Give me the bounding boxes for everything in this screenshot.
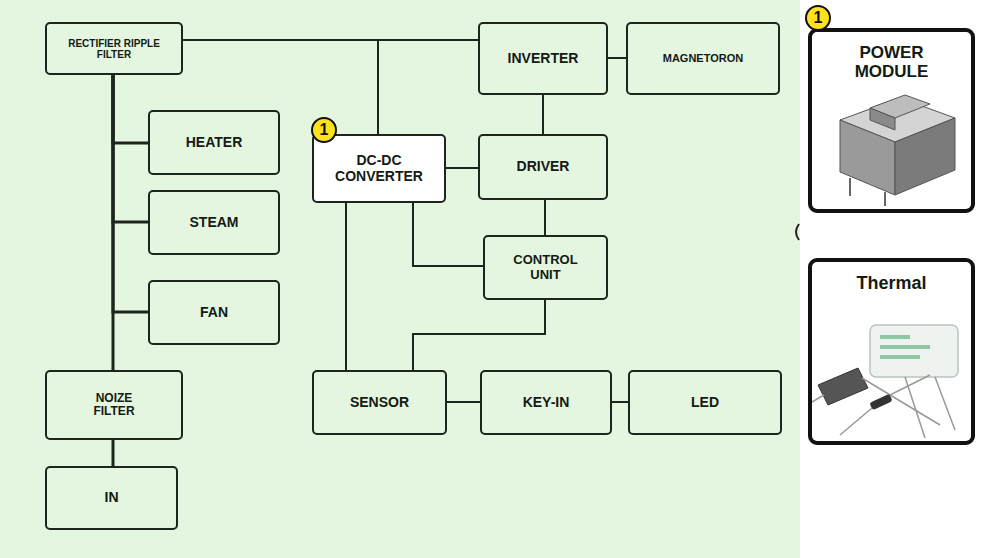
process-box: STEAM xyxy=(148,190,280,255)
part-panel: Thermal xyxy=(808,258,975,445)
connector-line xyxy=(112,75,115,370)
connector-line xyxy=(413,203,483,266)
box-label: DRIVER xyxy=(517,159,570,174)
connector-line xyxy=(542,95,544,134)
box-label: MAGNETORON xyxy=(663,52,743,64)
connector-line xyxy=(413,300,545,370)
thermal-fuse-picture xyxy=(812,325,958,438)
filter-box: RECTIFIER RIPPLE FILTER xyxy=(45,22,183,75)
input-box: IN xyxy=(45,466,178,530)
box-label: FAN xyxy=(200,305,228,320)
connector-line xyxy=(113,75,148,222)
process-box: HEATER xyxy=(148,110,280,175)
box-label: IN xyxy=(105,490,119,505)
connector-line xyxy=(112,440,115,466)
box-label: HEATER xyxy=(186,135,243,150)
power-module-picture xyxy=(840,95,955,206)
callout-badge: 1 xyxy=(311,117,337,143)
box-label: DC-DC CONVERTER xyxy=(329,153,429,184)
process-box: LED xyxy=(628,370,782,435)
connector-line xyxy=(608,57,626,59)
callout-badge: 1 xyxy=(805,5,831,31)
connector-line xyxy=(446,167,478,169)
connector-line xyxy=(345,203,347,370)
box-label: CONTROL UNIT xyxy=(501,253,591,282)
connector-line xyxy=(447,401,480,403)
process-box: MAGNETORON xyxy=(626,22,780,95)
process-box: KEY-IN xyxy=(480,370,612,435)
connector-line xyxy=(544,200,546,235)
cut-off-mark xyxy=(796,224,799,240)
process-box: INVERTER xyxy=(478,22,608,95)
process-box: DRIVER xyxy=(478,134,608,200)
box-label: KEY-IN xyxy=(523,395,570,410)
box-label: SENSOR xyxy=(350,395,409,410)
box-label: RECTIFIER RIPPLE FILTER xyxy=(59,38,169,60)
connector-line xyxy=(113,75,148,312)
box-label: POWER MODULE xyxy=(822,44,962,81)
box-label: LED xyxy=(691,395,719,410)
part-panel: POWER MODULE xyxy=(808,28,975,213)
box-label: INVERTER xyxy=(508,51,579,66)
filter-box: NOIZE FILTER xyxy=(45,370,183,440)
box-label: STEAM xyxy=(190,215,239,230)
process-box: SENSOR xyxy=(312,370,447,435)
process-box: CONTROL UNIT xyxy=(483,235,608,300)
box-label: Thermal xyxy=(856,274,926,294)
process-box: DC-DC CONVERTER xyxy=(312,134,446,203)
connector-line xyxy=(612,401,628,403)
process-box: FAN xyxy=(148,280,280,345)
box-label: NOIZE FILTER xyxy=(79,392,149,418)
callout-number: 1 xyxy=(320,121,329,139)
connector-line xyxy=(113,75,148,143)
callout-number: 1 xyxy=(814,9,823,27)
